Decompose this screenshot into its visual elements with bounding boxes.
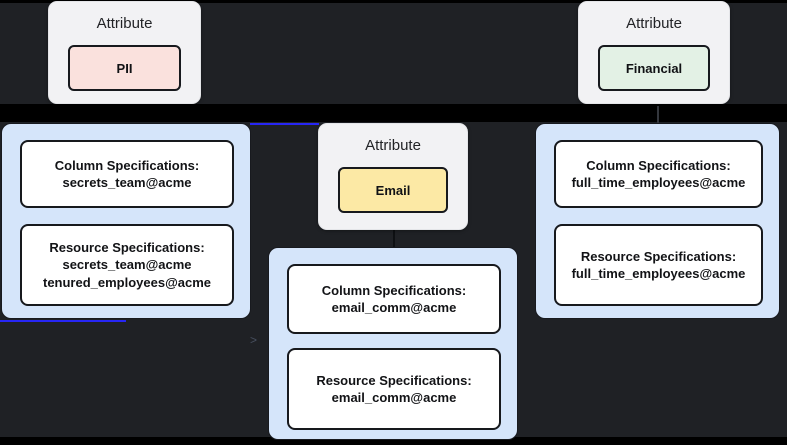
attribute-node-title: Attribute bbox=[626, 15, 682, 32]
spec-group-email-comm[interactable]: Column Specifications: email_comm@acme R… bbox=[268, 247, 518, 440]
canvas-band-middle bbox=[0, 104, 787, 122]
spec-title: Resource Specifications: bbox=[316, 372, 472, 388]
connector-financial-to-specs bbox=[657, 106, 659, 123]
spec-title: Resource Specifications: bbox=[49, 239, 205, 255]
spec-line: tenured_employees@acme bbox=[42, 274, 212, 290]
spec-title: Column Specifications: bbox=[54, 157, 200, 173]
spec-line: secrets_team@acme bbox=[62, 257, 192, 273]
attribute-node-financial[interactable]: Attribute Financial bbox=[578, 1, 730, 104]
attribute-value-pii[interactable]: PII bbox=[68, 45, 181, 91]
column-specifications-box[interactable]: Column Specifications: full_time_employe… bbox=[554, 140, 763, 208]
spec-line: full_time_employees@acme bbox=[571, 175, 746, 190]
edge-segment-left-to-email bbox=[250, 123, 319, 125]
attribute-node-title: Attribute bbox=[96, 15, 153, 32]
spec-line: full_time_employees@acme bbox=[571, 266, 746, 281]
column-specifications-box[interactable]: Column Specifications: email_comm@acme bbox=[287, 264, 501, 334]
attribute-value-email[interactable]: Email bbox=[338, 167, 448, 213]
spec-title: Column Specifications: bbox=[586, 157, 731, 173]
chevron-right-icon[interactable]: > bbox=[250, 333, 258, 347]
spec-title: Resource Specifications: bbox=[580, 248, 737, 264]
spec-title: Column Specifications: bbox=[321, 282, 467, 298]
spec-group-full-time-employees[interactable]: Column Specifications: full_time_employe… bbox=[535, 123, 780, 319]
spec-line: secrets_team@acme bbox=[62, 175, 192, 190]
spec-line: email_comm@acme bbox=[331, 300, 457, 315]
spec-group-secrets-team[interactable]: Column Specifications: secrets_team@acme… bbox=[1, 123, 251, 319]
canvas-band-top bbox=[0, 0, 787, 3]
connector-email-to-specs bbox=[393, 230, 395, 247]
attribute-node-pii[interactable]: Attribute PII bbox=[48, 1, 201, 104]
column-specifications-box[interactable]: Column Specifications: secrets_team@acme bbox=[20, 140, 234, 208]
edge-segment-left-bottom bbox=[0, 320, 126, 322]
canvas-band-bottom bbox=[0, 437, 787, 445]
resource-specifications-box[interactable]: Resource Specifications: email_comm@acme bbox=[287, 348, 501, 430]
resource-specifications-box[interactable]: Resource Specifications: secrets_team@ac… bbox=[20, 224, 234, 306]
attribute-node-email[interactable]: Attribute Email bbox=[318, 123, 468, 230]
attribute-node-title: Attribute bbox=[365, 137, 421, 154]
attribute-value-financial[interactable]: Financial bbox=[598, 45, 710, 91]
spec-line: email_comm@acme bbox=[331, 390, 457, 405]
resource-specifications-box[interactable]: Resource Specifications: full_time_emplo… bbox=[554, 224, 763, 306]
